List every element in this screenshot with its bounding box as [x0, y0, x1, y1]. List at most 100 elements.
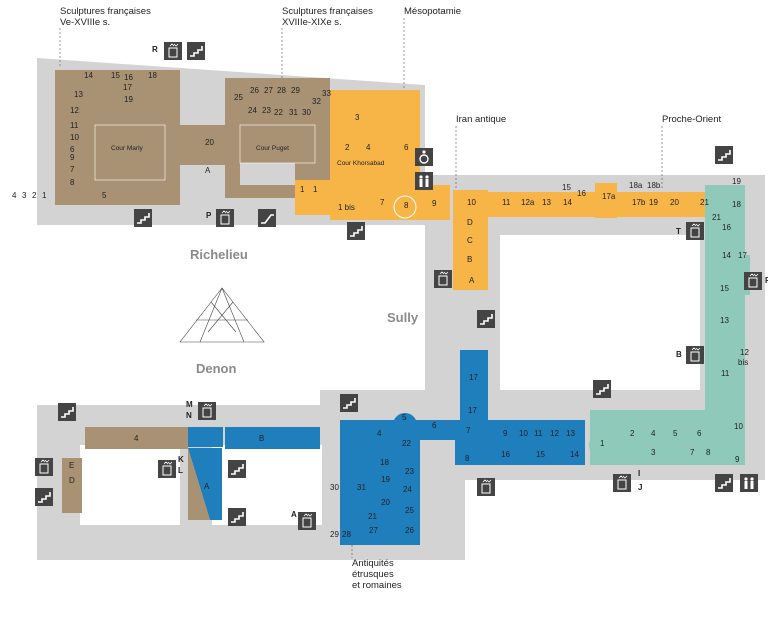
room-number: 11 [502, 198, 511, 207]
room-number: 18 [148, 71, 157, 80]
elevator-icon [686, 346, 704, 364]
room-number: A [204, 482, 210, 491]
room-number: 23 [262, 106, 271, 115]
room-number: 7 [380, 198, 385, 207]
room-number: 13 [566, 429, 575, 438]
facility-icons [35, 42, 762, 530]
room-number: 5 [102, 191, 107, 200]
room-number: 9 [735, 455, 740, 464]
room-number: 6 [432, 421, 437, 430]
room-number: 28 [342, 530, 351, 539]
access-letter: I [638, 469, 640, 478]
room-number: 17b [632, 198, 646, 207]
room-number: E [69, 461, 74, 470]
room-number: 21 [712, 213, 721, 222]
room-number: 11 [70, 121, 79, 130]
room-number: 3 [355, 113, 360, 122]
stairs-icon [715, 474, 733, 492]
room-number: 19 [381, 475, 390, 484]
stairs-down-icon [593, 380, 611, 398]
room-number: 8 [465, 454, 470, 463]
room-number: 29 [330, 530, 339, 539]
room-number: C [467, 236, 473, 245]
room-number: 13 [74, 90, 83, 99]
stairs-icon [715, 146, 733, 164]
room-number: 17 [738, 251, 747, 260]
elevator-icon [686, 222, 704, 240]
room-number: 8 [404, 201, 409, 210]
room-number: A [205, 166, 211, 175]
room-number: 32 [312, 97, 321, 106]
room-number: 21 [700, 198, 709, 207]
access-letter: T [676, 227, 681, 236]
access-letter: R [152, 45, 158, 54]
room-number: 1 [313, 185, 318, 194]
stairs-icon [477, 310, 495, 328]
accessibility-icon [415, 148, 433, 166]
room-number: 9 [503, 429, 508, 438]
room-number: 20 [381, 498, 390, 507]
access-letter: P [206, 211, 212, 220]
room-number: bis [738, 358, 748, 367]
room-number: 15 [111, 71, 120, 80]
mesopotamie-rooms [295, 90, 450, 220]
room-number: 18b [647, 181, 661, 190]
room-number: 22 [274, 108, 283, 117]
elevator-icon [477, 478, 495, 496]
room-number: 13 [542, 198, 551, 207]
access-letter: A [291, 510, 297, 519]
room-number: 11 [534, 429, 543, 438]
wing-denon: Denon [196, 361, 237, 376]
elevator-icon [158, 460, 176, 478]
elevator-icon [198, 402, 216, 420]
room-number: 13 [720, 316, 729, 325]
room-number: 9 [432, 199, 437, 208]
etrusques-romaines-rooms [188, 350, 585, 545]
room-number: B [467, 255, 472, 264]
room-number: 8 [706, 448, 711, 457]
room-number: 2 [630, 429, 635, 438]
room-number: 25 [234, 93, 243, 102]
room-number: 4 [12, 191, 17, 200]
label-sculptures-fr-1: Sculptures françaises [60, 6, 151, 17]
elevator-icon [744, 272, 762, 290]
room-number: 22 [402, 439, 411, 448]
room-number: 14 [570, 450, 579, 459]
stairs-icon [340, 394, 358, 412]
label-antiquites: Antiquités [352, 558, 394, 569]
court-marly: Cour Marly [111, 145, 144, 152]
room-number: 12 [550, 429, 559, 438]
wing-sully: Sully [387, 310, 419, 325]
access-letter: B [676, 350, 682, 359]
room-number: 11 [721, 369, 730, 378]
room-number: 19 [124, 95, 133, 104]
room-number: 17 [469, 373, 478, 382]
room-number: 18a [629, 181, 643, 190]
room-number: 27 [369, 526, 378, 535]
stairs-icon [228, 460, 246, 478]
label-mesopotamie: Mésopotamie [404, 6, 461, 17]
stairs-icon [347, 222, 365, 240]
room-number: 2 [345, 143, 350, 152]
access-letter: N [186, 411, 192, 420]
access-letter: M [186, 400, 193, 409]
room-number: 16 [722, 223, 731, 232]
room-number: A [469, 276, 475, 285]
room-number: 4 [651, 429, 656, 438]
access-letter: J [638, 483, 642, 492]
room-number: 6 [70, 145, 75, 154]
room-number: 15 [562, 183, 571, 192]
room-number: 31 [289, 108, 298, 117]
room-number: 3 [22, 191, 27, 200]
room-number: 1 [600, 439, 605, 448]
room-number: 12a [521, 198, 535, 207]
room-number: 14 [84, 71, 93, 80]
room-number: 1 [42, 191, 47, 200]
richelieu-sculpture-rooms [55, 70, 330, 205]
stairs-icon [134, 209, 152, 227]
stairs-icon [187, 42, 205, 60]
room-number: 10 [467, 198, 476, 207]
room-number: 10 [519, 429, 528, 438]
